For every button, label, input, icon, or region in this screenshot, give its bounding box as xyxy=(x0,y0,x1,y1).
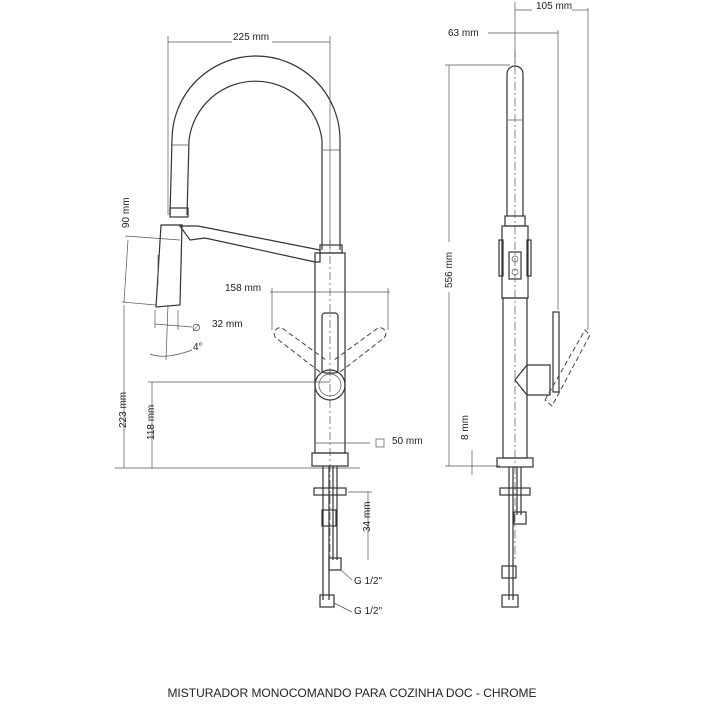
height-label: 556 mm xyxy=(444,252,455,288)
angle-label: 4° xyxy=(193,342,203,353)
handle-height-label: 118 mm xyxy=(146,405,157,440)
head-height-label: 223 mm xyxy=(118,392,129,428)
base-size-label: 50 mm xyxy=(392,436,423,447)
side-view: 105 mm 63 mm 556 mm 8 mm xyxy=(444,1,591,608)
side-lever-tilted xyxy=(544,329,591,407)
hose-1-thread-label: G 1/2" xyxy=(354,576,382,587)
spout-inner xyxy=(186,80,323,250)
front-view: 225 mm 90 mm ∅ 32 mm 4° 223 mm 118 mm xyxy=(115,32,423,617)
base-thickness-label: 8 mm xyxy=(460,415,471,440)
lever-left-position xyxy=(273,327,327,373)
head-length-label: 90 mm xyxy=(121,197,132,228)
lever-right-position xyxy=(333,327,387,373)
thread-length-label: 34 mm xyxy=(362,501,373,532)
head-diameter-label: 32 mm xyxy=(212,319,243,330)
drawing-title: MISTURADOR MONOCOMANDO PARA COZINHA DOC … xyxy=(167,686,537,700)
handle-hub xyxy=(314,369,346,401)
diameter-symbol: ∅ xyxy=(192,323,201,334)
lever-handle xyxy=(321,312,339,374)
spout-arm xyxy=(178,225,321,263)
side-lever xyxy=(552,311,560,393)
reach-label: 105 mm xyxy=(536,1,572,12)
width-dimension-label: 225 mm xyxy=(233,32,269,43)
hose-2-thread-label: G 1/2" xyxy=(354,606,382,617)
offset-label: 63 mm xyxy=(448,28,479,39)
spray-head xyxy=(155,224,183,308)
lever-span-label: 158 mm xyxy=(225,283,261,294)
spout-outer xyxy=(169,55,341,250)
